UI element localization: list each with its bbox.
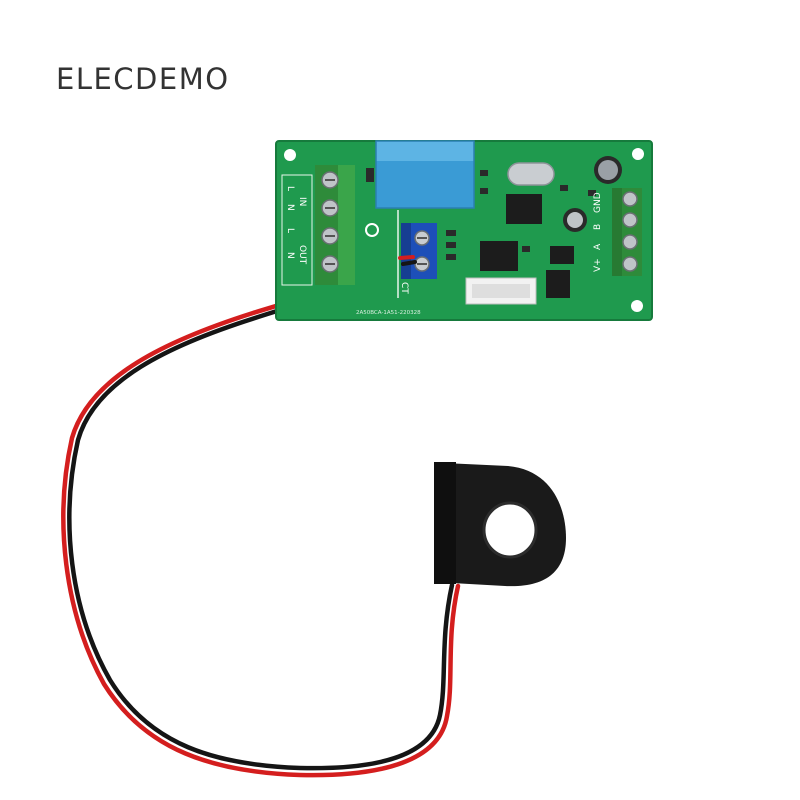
brand-logo-text: ELECDEMO: [56, 62, 230, 96]
ct-terminal-block: [401, 223, 437, 279]
pcb-labels: L N L N IN OUT CT GND B A V+ 2A50BCA-1A5…: [285, 186, 603, 316]
pcb-marking-text: 2A50BCA-1A51-220328: [356, 310, 421, 316]
pcb-label-ct: CT: [399, 282, 409, 294]
pcb-label-in-2: N: [285, 204, 295, 211]
sensor-cable: [61, 254, 461, 778]
pcb-label-gnd: GND: [593, 192, 603, 213]
current-transformer: [434, 462, 566, 587]
pcb-label-in-3: L: [285, 228, 295, 233]
pcb-label-in-1: L: [285, 186, 295, 191]
wire-leads: [398, 255, 417, 266]
input-terminal-block: [315, 165, 355, 285]
pcb-label-b: B: [593, 224, 603, 230]
pcb-label-out-group: OUT: [297, 245, 307, 265]
pcb-label-vplus: V+: [593, 258, 603, 272]
pcb-label-a: A: [593, 243, 603, 250]
pcb-board: [275, 140, 653, 321]
output-terminal-block: [612, 188, 642, 276]
pcb-label-in-4: N: [285, 252, 295, 259]
pcb-label-in-group: IN: [297, 197, 307, 206]
